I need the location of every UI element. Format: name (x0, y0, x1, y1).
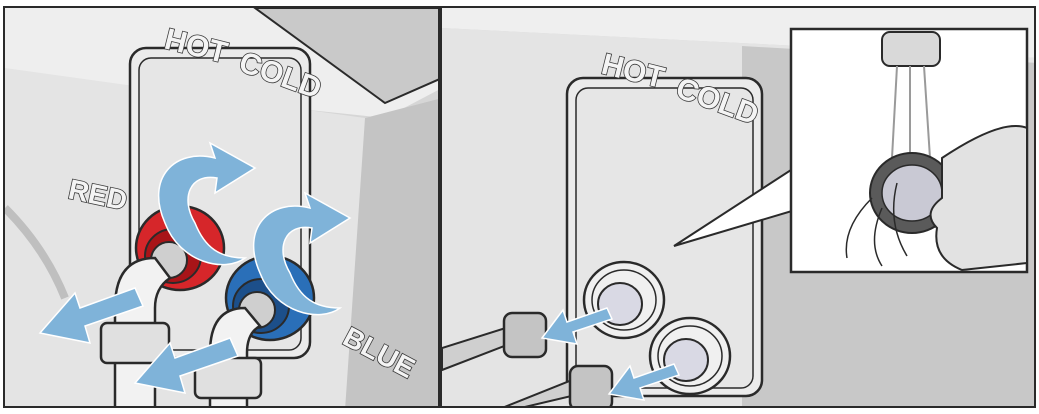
hot-inlet-thread (584, 262, 664, 338)
inset-rinse-filter (791, 29, 1027, 272)
hose-disconnect-illustration: HOT COLD RED BLUE (5, 8, 440, 408)
tap-icon (882, 32, 940, 66)
left-illustration-panel: HOT COLD RED BLUE (3, 6, 440, 408)
filter-cleaning-illustration: HOT COLD (442, 8, 1036, 408)
cold-inlet-thread (650, 318, 730, 394)
right-illustration-panel: HOT COLD (440, 6, 1036, 408)
